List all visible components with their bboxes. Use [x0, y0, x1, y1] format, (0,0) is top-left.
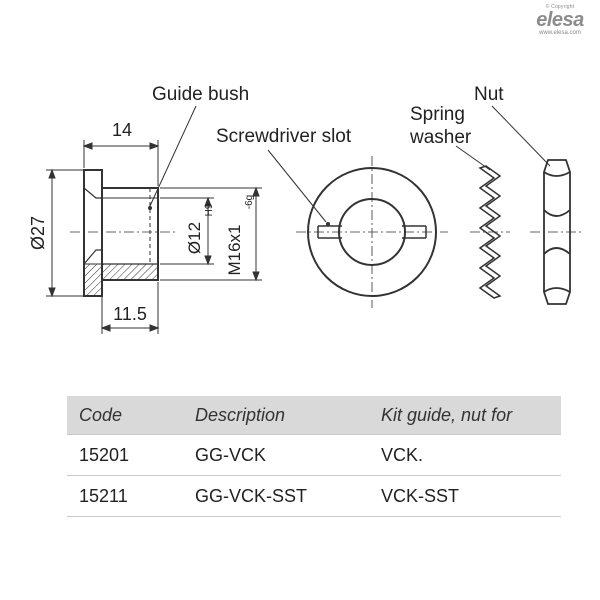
nut-label: Nut	[474, 84, 504, 105]
technical-drawing: 14 11.5 Ø27 Ø12 H9 M16x1 -6g Guide bush	[28, 84, 584, 334]
guide-bush-label: Guide bush	[152, 84, 249, 105]
bush-front-view	[296, 156, 448, 308]
nut-leader	[491, 105, 551, 167]
nut-drawing	[530, 159, 584, 305]
dim-12	[160, 196, 214, 266]
brand-url: www.elesa.com	[539, 30, 581, 36]
dim-12-label: Ø12	[185, 222, 204, 254]
dim-thread-label: M16x1	[225, 224, 244, 275]
table-row: 15211 GG-VCK-SST VCK-SST	[67, 475, 561, 517]
guide-bush-leader-dot	[148, 206, 152, 210]
dim-27-label: Ø27	[28, 216, 48, 250]
dim-11-5-label: 11.5	[113, 304, 147, 324]
screwdriver-slot-leader	[267, 149, 327, 223]
dim-14-label: 14	[112, 120, 132, 140]
screwdriver-slot-label: Screwdriver slot	[216, 126, 352, 147]
cell-kit-for: VCK.	[369, 434, 561, 476]
dim-27	[46, 168, 84, 298]
brand-name: elesa	[536, 9, 584, 31]
dim-thread-tolerance: -6g	[244, 195, 255, 209]
copyright-text: © Copyright	[545, 4, 575, 10]
screwdriver-slot-leader-dot	[326, 222, 330, 226]
header-kit-for: Kit guide, nut for	[369, 396, 561, 435]
dim-thread	[160, 186, 262, 282]
dim-11-5	[100, 282, 160, 334]
table-header-row: Code Description Kit guide, nut for	[67, 396, 561, 435]
cell-description: GG-VCK-SST	[183, 475, 369, 517]
spring-washer-label-1: Spring	[410, 104, 465, 125]
spring-washer-leader	[455, 145, 491, 171]
dim-12-tolerance: H9	[204, 203, 215, 216]
product-table: Code Description Kit guide, nut for 1520…	[67, 396, 561, 517]
header-code: Code	[67, 396, 183, 435]
cell-code: 15201	[67, 434, 183, 476]
dim-14	[82, 140, 160, 186]
guide-bush-leader	[149, 105, 197, 207]
spring-washer-drawing	[470, 165, 510, 299]
guide-bush-drawing	[70, 169, 176, 297]
spring-washer-label-2: washer	[409, 127, 472, 148]
cell-code: 15211	[67, 475, 183, 517]
header-description: Description	[183, 396, 369, 435]
table-row: 15201 GG-VCK VCK.	[67, 434, 561, 476]
cell-kit-for: VCK-SST	[369, 475, 561, 517]
elesa-logo: © Copyright elesa www.elesa.com	[528, 4, 592, 44]
cell-description: GG-VCK	[183, 434, 369, 476]
